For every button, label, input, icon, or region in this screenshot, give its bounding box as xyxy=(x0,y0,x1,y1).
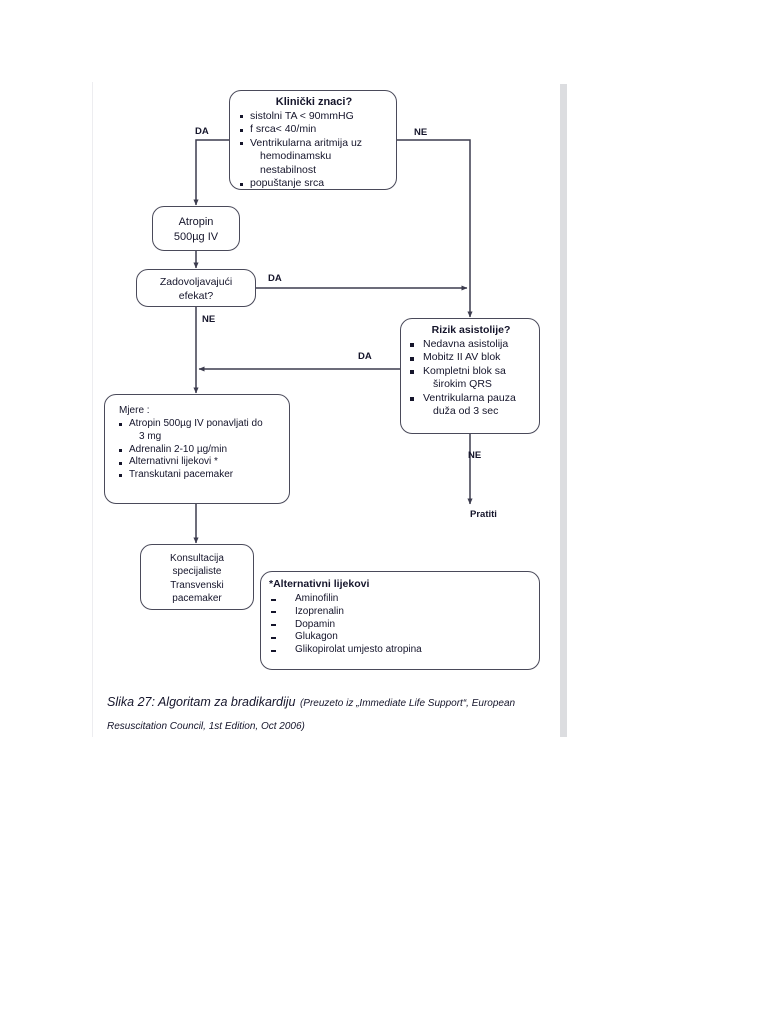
scan-edge-right-icon xyxy=(560,84,567,737)
node-asystole-risk-list: Nedavna asistolija Mobitz II AV blok Kom… xyxy=(409,338,533,419)
edge-label-da-asystole: DA xyxy=(358,351,372,362)
figure-caption-source: (Preuzeto iz „Immediate Life Support“, E… xyxy=(107,698,516,733)
list-item: Izoprenalin xyxy=(269,606,531,619)
list-item: Atropin 500µg IV ponavljati do 3 mg xyxy=(119,418,283,444)
list-item: Transkutani pacemaker xyxy=(119,469,283,482)
list-item-text: Atropin 500µg IV ponavljati do xyxy=(129,418,263,429)
node-alternative-drugs-list: Aminofilin Izoprenalin Dopamin Glukagon … xyxy=(269,593,531,657)
node-specialist-consultation: Konsultacija specijaliste Transvenski pa… xyxy=(140,544,254,610)
list-item: Glukagon xyxy=(269,631,531,644)
node-effect-line2: efekat? xyxy=(178,289,214,302)
edge-label-ne-asystole: NE xyxy=(468,450,482,461)
node-alternative-drugs: *Alternativni lijekovi Aminofilin Izopre… xyxy=(260,571,540,670)
node-asystole-risk: Rizik asistolije? Nedavna asistolija Mob… xyxy=(400,318,540,434)
list-item: f srca< 40/min xyxy=(240,123,388,136)
list-item-continuation: širokim QRS xyxy=(433,378,492,391)
list-item: sistolni TA < 90mmHG xyxy=(240,110,388,123)
figure-caption: Slika 27: Algoritam za bradikardiju (Pre… xyxy=(107,690,547,736)
scan-edge-left-icon xyxy=(92,82,93,737)
node-clinical-signs-title: Klinički znaci? xyxy=(275,96,353,108)
node-atropin-dose: Atropin 500µg IV xyxy=(152,206,240,251)
node-satisfactory-effect: Zadovoljavajući efekat? xyxy=(136,269,256,307)
list-item: Mobitz II AV blok xyxy=(409,351,533,364)
node-asystole-risk-title: Rizik asistolije? xyxy=(431,324,511,336)
node-consult-line1: Konsultacija xyxy=(170,553,224,564)
edge-label-ne-effect: NE xyxy=(202,314,216,325)
list-item: Alternativni lijekovi * xyxy=(119,456,283,469)
list-item: Ventrikularna pauza duža od 3 sec xyxy=(409,392,533,419)
list-item: Adrenalin 2-10 µg/min xyxy=(119,444,283,457)
node-alternative-drugs-title: *Alternativni lijekovi xyxy=(269,578,370,590)
edge-label-da-effect: DA xyxy=(268,273,282,284)
list-item: Kompletni blok sa širokim QRS xyxy=(409,365,533,392)
list-item-text: Kompletni blok sa xyxy=(423,364,506,377)
edge-label-ne-clinical: NE xyxy=(414,127,428,138)
terminal-monitor: Pratiti xyxy=(470,509,497,520)
node-effect-line1: Zadovoljavajući xyxy=(159,276,233,288)
node-atropin-line2: 500µg IV xyxy=(173,230,219,243)
figure-caption-main: Slika 27: Algoritam za bradikardiju xyxy=(107,695,296,709)
edge-label-da-clinical: DA xyxy=(195,126,209,137)
list-item: Dopamin xyxy=(269,619,531,632)
node-measures-list: Atropin 500µg IV ponavljati do 3 mg Adre… xyxy=(119,418,283,482)
node-atropin-line1: Atropin xyxy=(178,216,214,228)
node-consult-line2: specijaliste xyxy=(172,566,222,578)
list-item: Nedavna asistolija xyxy=(409,338,533,351)
list-item: Ventrikularna aritmija uz hemodinamsku n… xyxy=(240,137,388,177)
node-consult-line3: Transvenski xyxy=(170,579,224,591)
list-item-text: Ventrikularna pauza xyxy=(423,391,516,404)
list-item-text: Ventrikularna aritmija uz xyxy=(250,136,363,149)
list-item: Aminofilin xyxy=(269,593,531,606)
list-item: popuštanje srca xyxy=(240,177,388,190)
node-clinical-signs-list: sistolni TA < 90mmHG f srca< 40/min Vent… xyxy=(240,110,388,191)
node-measures-lead: Mjere : xyxy=(119,405,150,416)
node-clinical-signs: Klinički znaci? sistolni TA < 90mmHG f s… xyxy=(229,90,397,190)
list-item: Glikopirolat umjesto atropina xyxy=(269,644,531,657)
node-consult-line4: pacemaker xyxy=(172,592,222,604)
list-item-continuation: hemodinamsku nestabilnost xyxy=(260,150,332,176)
list-item-continuation: 3 mg xyxy=(139,430,162,442)
node-measures: Mjere : Atropin 500µg IV ponavljati do 3… xyxy=(104,394,290,504)
list-item-continuation: duža od 3 sec xyxy=(433,405,499,418)
